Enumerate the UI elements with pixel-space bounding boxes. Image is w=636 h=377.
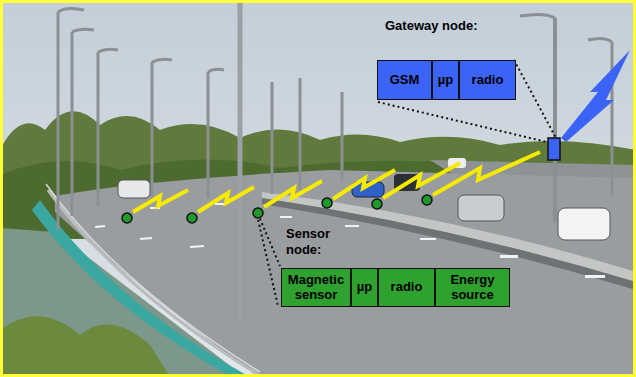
component-box: µp (432, 60, 459, 100)
component-box: Energy source (435, 268, 510, 307)
component-label: radio (470, 73, 506, 87)
component-box: µp (351, 268, 378, 307)
component-box: radio (459, 60, 516, 100)
component-box: GSM (377, 60, 432, 100)
node-group: Sensor node: Magnetic sensor µp radio Energy… (281, 226, 510, 307)
component-label: Energy source (436, 273, 509, 302)
component-box: radio (378, 268, 435, 307)
group-heading: Gateway node: (385, 18, 515, 34)
component-label: radio (389, 280, 425, 294)
component-label: Magnetic sensor (282, 273, 350, 302)
component-label: GSM (388, 73, 422, 87)
component-label: µp (355, 280, 374, 294)
component-label: µp (436, 73, 455, 87)
component-box: Magnetic sensor (281, 268, 351, 307)
node-group: Gateway node: GSM µp radio (377, 18, 516, 100)
group-heading: Sensor node: (286, 226, 344, 259)
